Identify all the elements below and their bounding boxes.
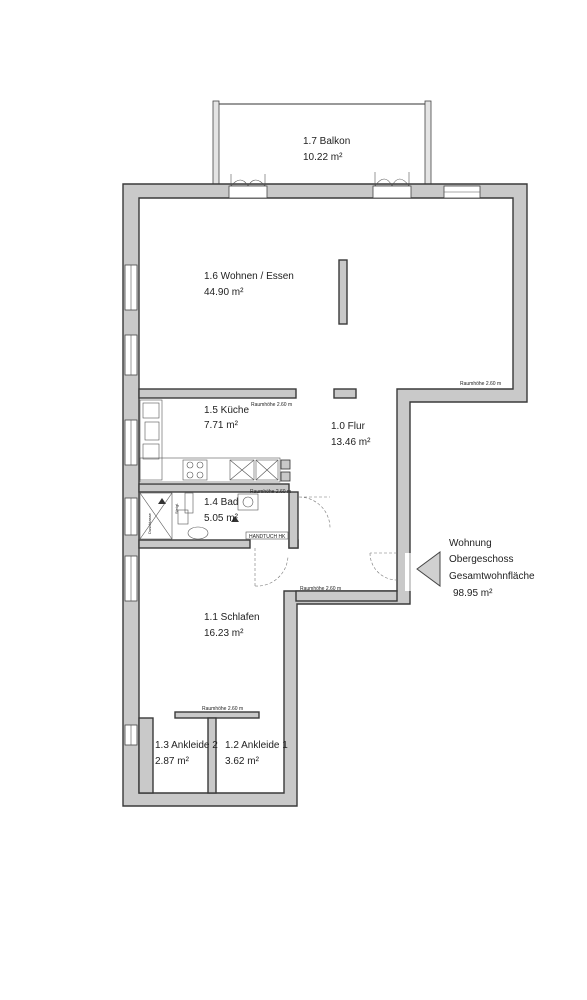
room-area-kueche: 7.71 m² <box>204 420 239 431</box>
ceiling-height-kueche: Raumhöhe 2.60 m <box>251 402 292 408</box>
interior-walls <box>138 259 398 794</box>
entrance-arrow-icon <box>416 551 441 587</box>
room-area-schlafen: 16.23 m² <box>204 628 244 639</box>
ceiling-height-schlafen: Raumhöhe 2.60 m <box>202 706 243 712</box>
shower-label: Duschtasse <box>147 512 152 534</box>
room-label-ankleide2: 1.3 Ankleide 2 <box>155 740 218 751</box>
room-area-flur: 13.46 m² <box>331 437 371 448</box>
summary-unit: Wohnung <box>449 538 492 549</box>
top-openings <box>228 172 481 199</box>
ceiling-height-bad: Raumhöhe 2.60 m <box>250 489 291 495</box>
doors <box>254 496 415 591</box>
room-label-flur: 1.0 Flur <box>331 421 366 432</box>
room-area-wohnen: 44.90 m² <box>204 287 244 298</box>
kitchen-fixtures <box>139 399 281 483</box>
ceiling-height-wohnen: Raumhöhe 2.60 m <box>460 381 501 387</box>
summary-floor: Obergeschoss <box>449 554 513 565</box>
windows-left <box>124 264 138 746</box>
room-label-bad: 1.4 Bad <box>204 497 238 508</box>
room-label-kueche: 1.5 Küche <box>204 405 249 416</box>
room-area-bad: 5.05 m² <box>204 513 239 524</box>
towel-heater-label: HANDTUCH HK <box>249 534 286 540</box>
room-label-balkon: 1.7 Balkon <box>303 136 350 147</box>
bathroom-fixtures <box>139 492 289 540</box>
riser-label: Steigl. <box>174 503 179 514</box>
room-area-ankleide1: 3.62 m² <box>225 756 260 767</box>
room-label-ankleide1: 1.2 Ankleide 1 <box>225 740 288 751</box>
ceiling-height-flur: Raumhöhe 2.60 m <box>300 586 341 592</box>
room-label-schlafen: 1.1 Schlafen <box>204 612 260 623</box>
summary-total: 98.95 m² <box>453 588 493 599</box>
room-area-ankleide2: 2.87 m² <box>155 756 190 767</box>
summary-label: Gesamtwohnfläche <box>449 571 535 582</box>
room-area-balkon: 10.22 m² <box>303 152 343 163</box>
room-label-wohnen: 1.6 Wohnen / Essen <box>204 271 294 282</box>
